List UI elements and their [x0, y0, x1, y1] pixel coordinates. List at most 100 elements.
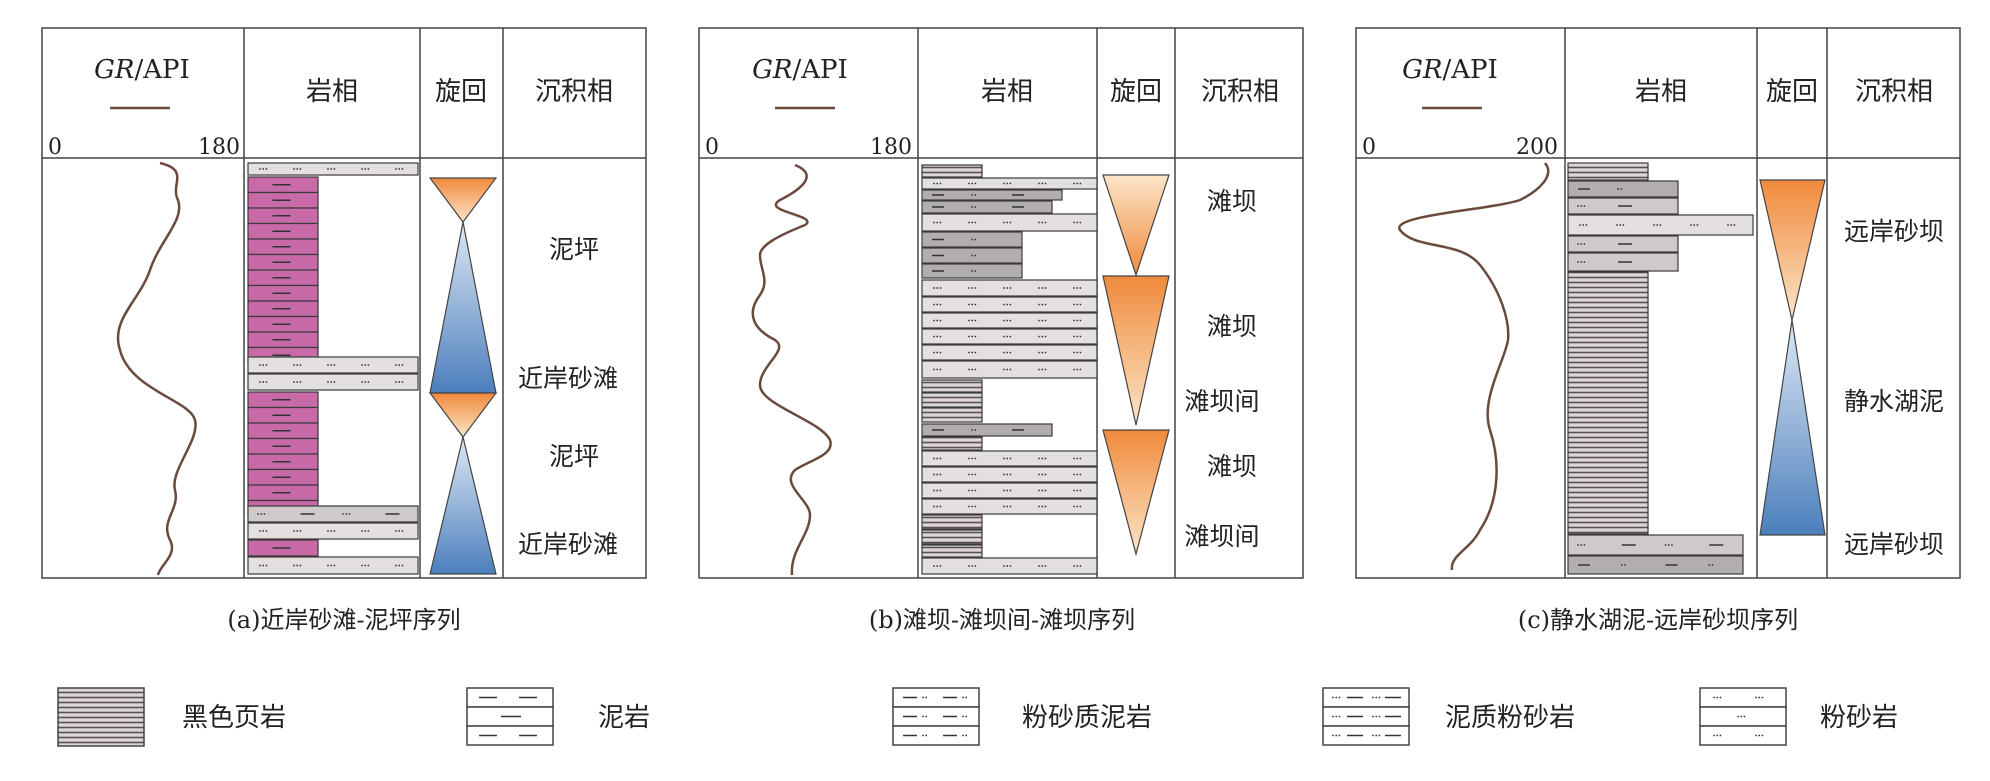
caption-c: (c)静水湖泥-远岸砂坝序列: [1518, 606, 1798, 634]
panel-a-frame: [41, 27, 647, 579]
cycle-column-c: [1759, 179, 1826, 536]
lith-b-0: [921, 164, 983, 178]
swMuddySilt-row-0: [1322, 687, 1410, 708]
lith-a-25: [247, 539, 319, 557]
lith-c-2: [1567, 197, 1679, 215]
facies-label-a-1: 泥坪: [549, 235, 599, 264]
lith-b-23: [921, 514, 983, 530]
lith-c-6: [1567, 271, 1649, 535]
swSilt-row-2: [1699, 725, 1787, 746]
facies-label-b-4: 滩坝: [1207, 452, 1257, 481]
swSiltyMud-row-2: [892, 725, 980, 746]
scale-min-b: 0: [705, 135, 719, 160]
gr-header-b: GR/API: [752, 55, 848, 85]
lith-b-4: [921, 213, 1098, 232]
facies-label-b-1: 滩坝: [1207, 187, 1257, 216]
lith-b-14: [921, 379, 983, 393]
lith-b-17: [921, 423, 1053, 437]
panel-c: GR/API 0 200 岩相 旋回 沉积相 远岸砂坝 静水湖泥 远岸砂坝 (c…: [1355, 27, 1961, 634]
facies-header-b: 沉积相: [1201, 77, 1279, 107]
lith-a-18: [247, 437, 319, 455]
lith-b-9: [921, 296, 1098, 313]
swSiltyMud-row-1: [892, 706, 980, 727]
facies-label-b-2: 滩坝: [1207, 312, 1257, 341]
legend-swatch-mudstone: [466, 687, 554, 746]
facies-label-b-3: 滩坝间: [1184, 387, 1259, 416]
lith-b-12: [921, 344, 1098, 361]
lith-b-22: [921, 498, 1098, 515]
lith-a-10: [247, 315, 319, 333]
lith-b-20: [921, 466, 1098, 483]
swSilt-row-0: [1699, 687, 1787, 708]
scale-max-c: 200: [1516, 135, 1558, 160]
gr-curve-b: [751, 163, 832, 576]
lith-a-1: [247, 176, 319, 194]
lithology-header-c: 岩相: [1635, 77, 1687, 107]
lith-b-10: [921, 312, 1098, 329]
lithology-column-a: [247, 162, 419, 575]
lith-b-18: [921, 436, 983, 451]
facies-label-a-4: 近岸砂滩: [518, 530, 618, 559]
lith-b-8: [921, 279, 1098, 297]
lith-b-26: [921, 557, 1098, 575]
legend-item-black-shale: 黑色页岩: [57, 687, 286, 747]
lith-b-13: [921, 360, 1098, 379]
lith-a-5: [247, 238, 319, 256]
caption-b: (b)滩坝-滩坝间-滩坝序列: [869, 606, 1135, 634]
cycle-column-a: [428, 177, 498, 575]
gr-header-a: GR/API: [94, 55, 190, 85]
facies-header-c: 沉积相: [1855, 77, 1933, 107]
scale-min-a: 0: [48, 135, 62, 160]
legend-label-mudstone: 泥岩: [598, 703, 650, 733]
lith-b-1: [921, 177, 1098, 190]
lith-a-13: [247, 356, 419, 374]
lith-a-14: [247, 373, 419, 391]
swMuddySilt-row-1: [1322, 706, 1410, 727]
legend-label-muddy-siltstone: 泥质粉砂岩: [1445, 703, 1575, 733]
panel-a: GR/API 0 180 岩相 旋回 沉积相 泥坪 近岸砂滩 泥坪 近岸砂滩 (…: [41, 27, 647, 634]
lith-a-3: [247, 207, 319, 225]
lith-c-4: [1567, 235, 1679, 253]
lith-a-0: [247, 162, 419, 176]
facies-label-b-5: 滩坝间: [1184, 522, 1259, 551]
cycle-header-c: 旋回: [1766, 77, 1818, 107]
legend-item-silty-mudstone: 粉砂质泥岩: [892, 687, 1152, 746]
lith-c-0: [1567, 162, 1649, 181]
lith-a-11: [247, 331, 319, 349]
lith-c-1: [1567, 180, 1679, 198]
legend-item-mudstone: 泥岩: [466, 687, 650, 746]
legend-swatch-black-shale: [57, 687, 145, 747]
scale-max-b: 180: [870, 135, 912, 160]
facies-header-a: 沉积相: [535, 77, 613, 107]
facies-label-a-3: 泥坪: [549, 442, 599, 471]
lith-a-7: [247, 269, 319, 287]
legend-swatch-siltstone: [1699, 687, 1787, 746]
lith-b-24: [921, 529, 983, 545]
lith-a-15: [247, 391, 319, 409]
lith-a-6: [247, 253, 319, 271]
lith-c-8: [1567, 555, 1744, 575]
cycle-column-b: [1102, 174, 1170, 557]
lith-a-8: [247, 284, 319, 302]
caption-a: (a)近岸砂滩-泥坪序列: [227, 606, 460, 634]
lith-b-15: [921, 392, 983, 408]
lith-b-6: [921, 247, 1023, 264]
lith-b-3: [921, 200, 1053, 214]
facies-label-c-2: 静水湖泥: [1844, 387, 1944, 416]
legend-swatch-muddy-siltstone: [1322, 687, 1410, 746]
swMud-row-0: [466, 687, 554, 708]
lith-a-4: [247, 222, 319, 240]
lith-a-23: [247, 505, 419, 523]
gr-curve-c: [1398, 162, 1550, 571]
lith-a-24: [247, 522, 419, 540]
legend-item-muddy-siltstone: 泥质粉砂岩: [1322, 687, 1575, 746]
lithology-header-b: 岩相: [981, 77, 1033, 107]
lith-a-19: [247, 453, 319, 471]
lith-c-3: [1567, 214, 1754, 236]
lith-c-7: [1567, 534, 1744, 556]
facies-label-c-3: 远岸砂坝: [1844, 530, 1944, 559]
lith-a-20: [247, 468, 319, 486]
swMuddySilt-row-2: [1322, 725, 1410, 746]
lith-a-16: [247, 406, 319, 424]
